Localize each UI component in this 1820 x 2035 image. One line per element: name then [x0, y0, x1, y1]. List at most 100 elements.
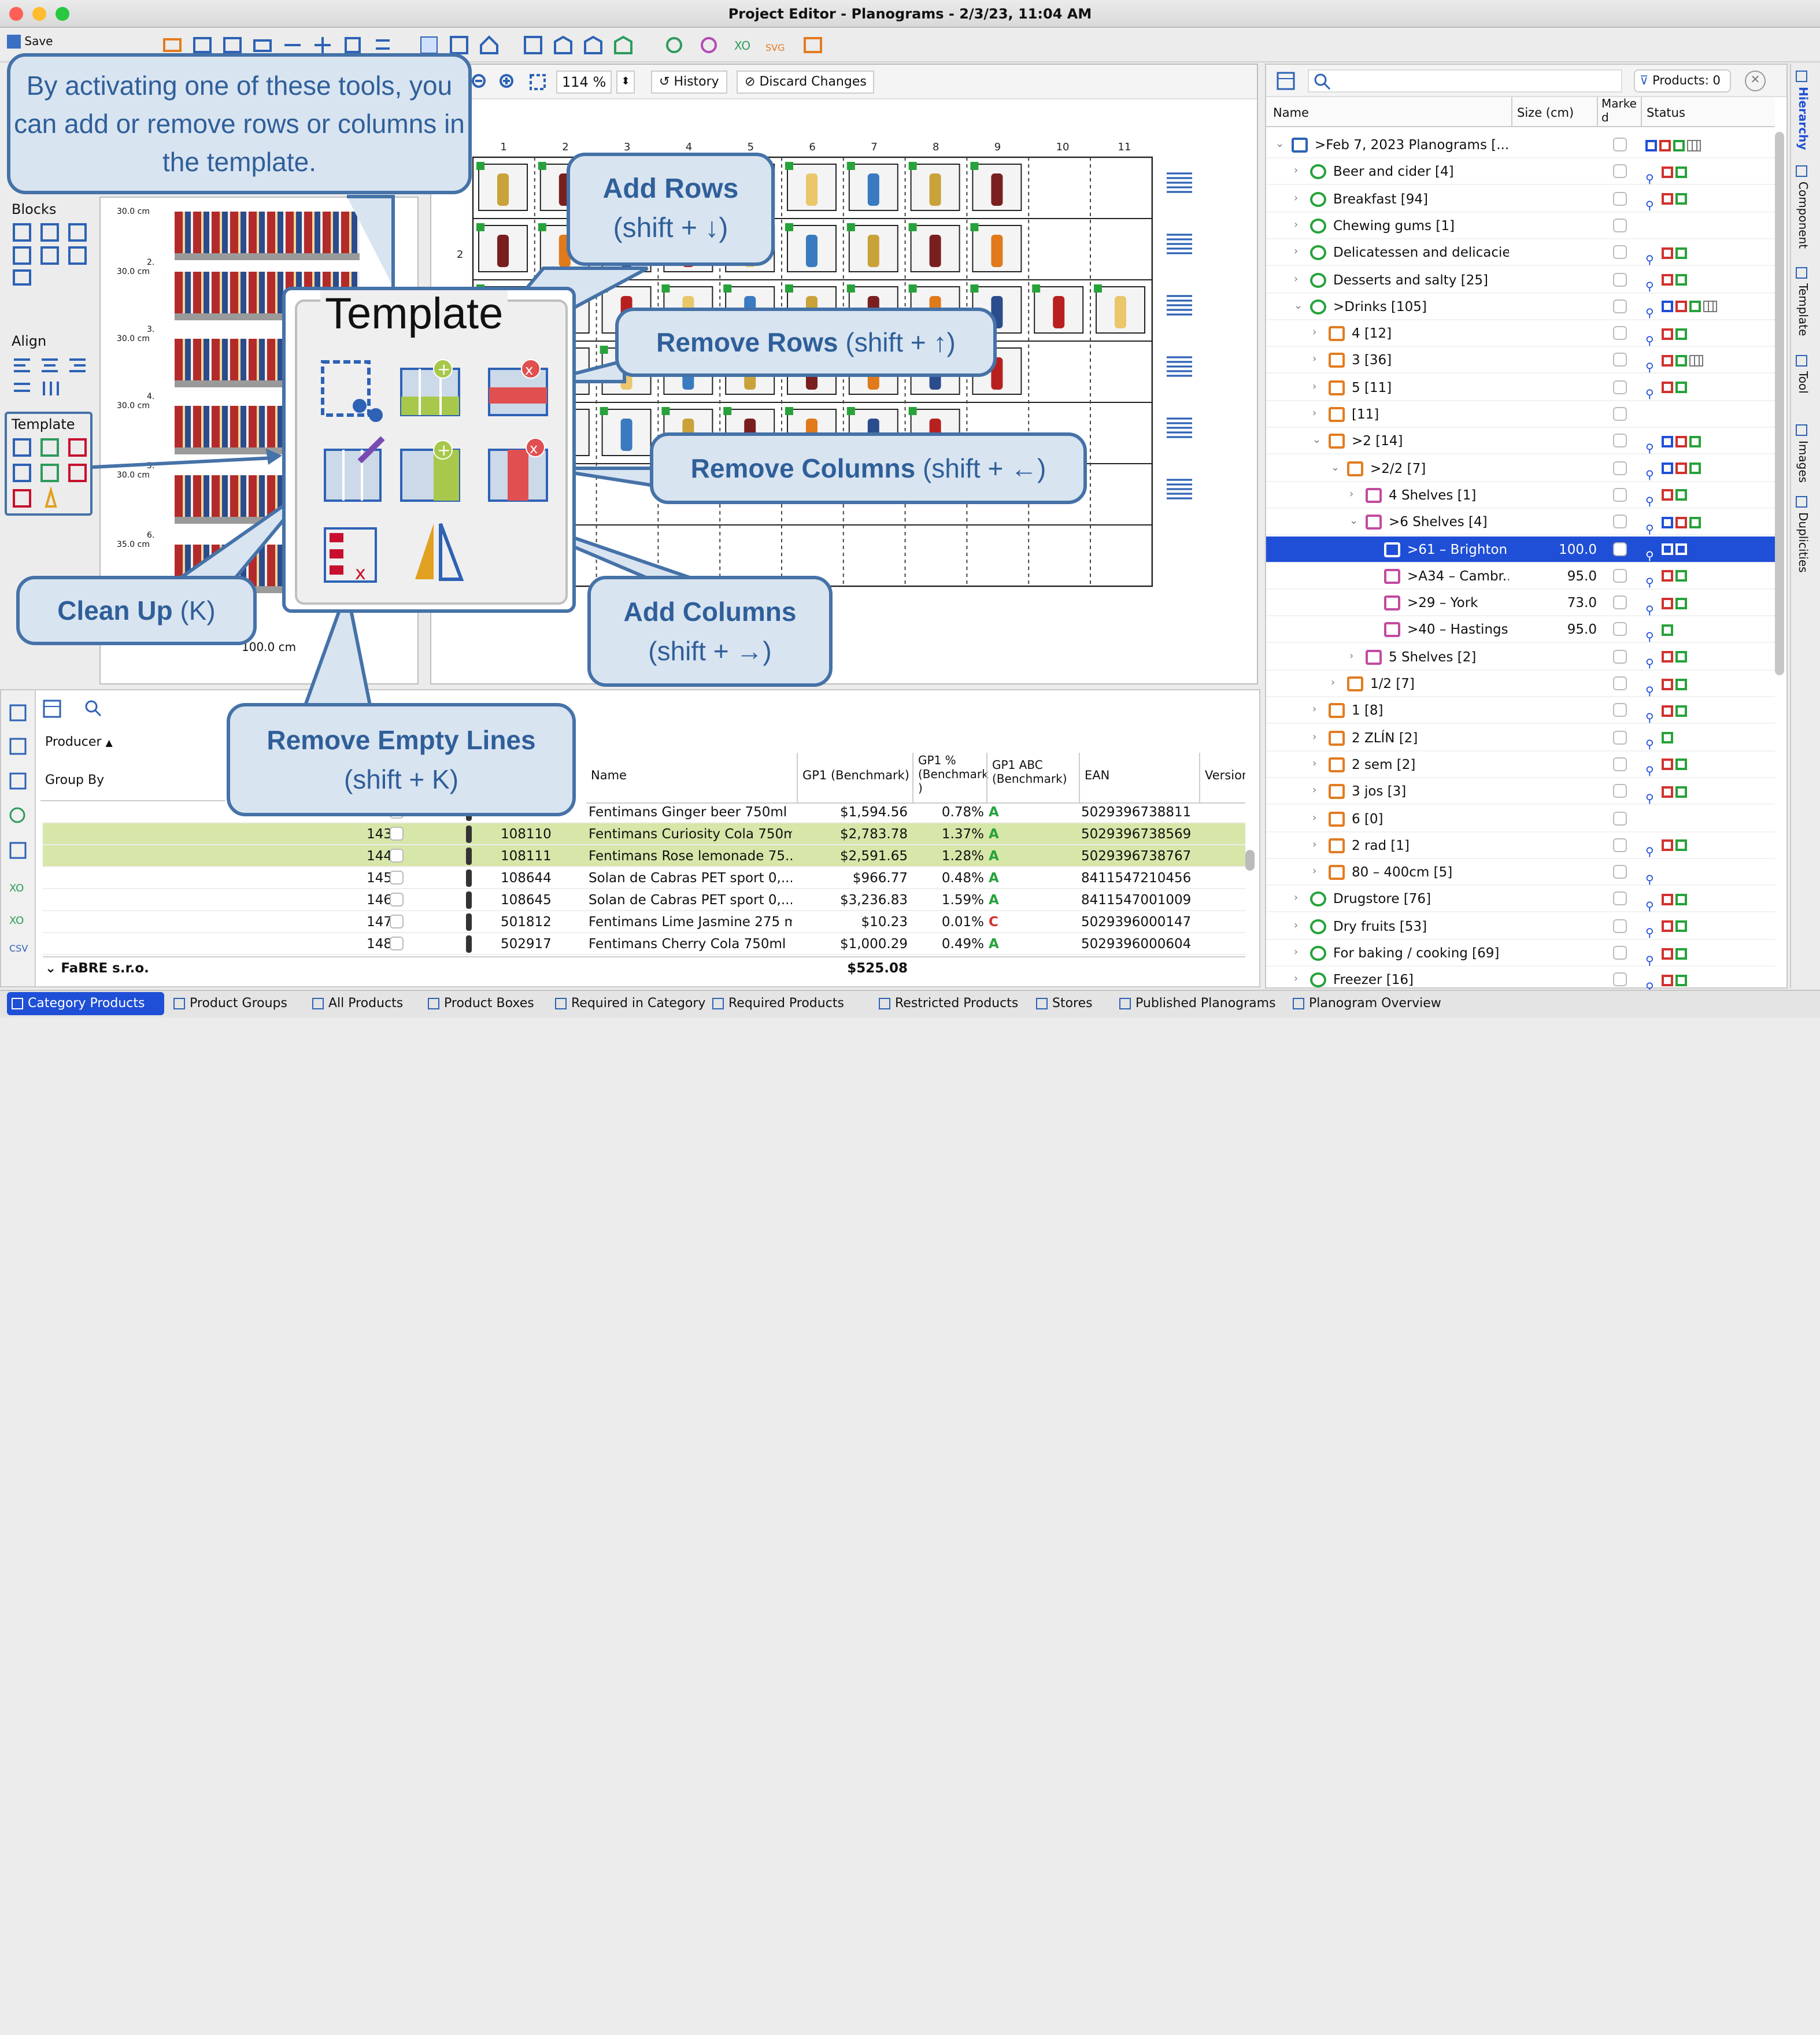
discard-changes-button[interactable]: ⊘ Discard Changes: [737, 71, 875, 94]
marked-checkbox[interactable]: [1613, 542, 1627, 556]
grid-icon[interactable]: [222, 35, 243, 56]
tree-row[interactable]: ›5 Shelves [2]⚲: [1266, 643, 1775, 671]
marked-checkbox[interactable]: [1613, 461, 1627, 475]
tree-row[interactable]: ⌄>2 [14]⚲: [1266, 428, 1775, 456]
bottom-tab[interactable]: Restricted Products: [879, 992, 1027, 1015]
tree-expander-icon[interactable]: ›: [1294, 246, 1299, 258]
marked-checkbox[interactable]: [1613, 515, 1627, 529]
add-icon[interactable]: [312, 35, 333, 56]
side-tab-images[interactable]: Images: [1796, 424, 1808, 483]
zoom-stepper[interactable]: ⬍: [616, 71, 635, 94]
col-marked[interactable]: Marke d: [1597, 97, 1641, 127]
minimize-window-button[interactable]: [32, 7, 46, 21]
close-window-button[interactable]: [9, 7, 23, 21]
marked-checkbox[interactable]: [1613, 380, 1627, 394]
col-gp1-percent[interactable]: GP1 % (Benchmark ): [912, 753, 989, 804]
zoom-input[interactable]: 114 %: [556, 71, 612, 94]
tree-expander-icon[interactable]: ›: [1312, 408, 1317, 420]
beta-icon[interactable]: [613, 35, 634, 56]
hierarchy-search-input[interactable]: [1308, 69, 1622, 92]
hierarchy-scrollbar[interactable]: [1775, 132, 1784, 675]
products-tools-icon[interactable]: XO XO CSV: [9, 704, 28, 970]
row-checkbox[interactable]: [390, 827, 404, 841]
marked-checkbox[interactable]: [1613, 487, 1627, 502]
fit-icon[interactable]: [528, 73, 547, 91]
marked-checkbox[interactable]: [1613, 622, 1627, 637]
tree-row[interactable]: ›Beer and cider [4]⚲: [1266, 159, 1775, 186]
marked-checkbox[interactable]: [1613, 972, 1627, 987]
tree-row[interactable]: ⌄>2/2 [7]⚲: [1266, 455, 1775, 482]
export-svg-icon[interactable]: SVG: [765, 35, 786, 56]
tree-row[interactable]: ›5 [11]⚲: [1266, 374, 1775, 401]
shelves-icon[interactable]: [802, 35, 823, 56]
row-checkbox[interactable]: [390, 915, 404, 928]
marked-checkbox[interactable]: [1613, 272, 1627, 286]
marked-checkbox[interactable]: [1613, 353, 1627, 367]
template-zoom-tools[interactable]: + x + x x: [313, 357, 556, 589]
col-gp1-abc[interactable]: GP1 ABC (Benchmark): [986, 753, 1079, 804]
side-tab-template[interactable]: Template: [1796, 267, 1808, 336]
tree-row[interactable]: ›2 sem [2]⚲: [1266, 752, 1775, 779]
marked-checkbox[interactable]: [1613, 946, 1627, 960]
tree-row[interactable]: ›2 rad [1]⚲: [1266, 832, 1775, 860]
tree-row[interactable]: ›For baking / cooking [69]⚲: [1266, 940, 1775, 967]
marked-checkbox[interactable]: [1613, 784, 1627, 798]
tree-row[interactable]: ›1 [8]⚲: [1266, 698, 1775, 725]
tree-row[interactable]: ›4 Shelves [1]⚲: [1266, 482, 1775, 509]
tree-expander-icon[interactable]: ›: [1312, 381, 1317, 393]
table-view-icon[interactable]: [1275, 71, 1296, 91]
tree-row[interactable]: ›1/2 [7]⚲: [1266, 671, 1775, 698]
store-icon[interactable]: [553, 35, 574, 56]
marked-checkbox[interactable]: [1613, 757, 1627, 771]
col-ean[interactable]: EAN: [1079, 753, 1199, 804]
products-scrollbar[interactable]: [1245, 850, 1255, 871]
tree-expander-icon[interactable]: ›: [1294, 273, 1299, 285]
tree-expander-icon[interactable]: ›: [1312, 704, 1317, 716]
tree-expander-icon[interactable]: ›: [1331, 678, 1336, 689]
marked-checkbox[interactable]: [1613, 676, 1627, 690]
tree-row[interactable]: ›3 jos [3]⚲: [1266, 778, 1775, 805]
marked-checkbox[interactable]: [1613, 649, 1627, 664]
tree-row[interactable]: › [11]: [1266, 401, 1775, 428]
tree-expander-icon[interactable]: ›: [1349, 650, 1354, 663]
marked-checkbox[interactable]: [1613, 919, 1627, 933]
table-settings-icon[interactable]: [43, 700, 61, 718]
side-tab-tool[interactable]: Tool: [1796, 355, 1808, 394]
side-tab-duplicities[interactable]: Duplicities: [1796, 496, 1808, 573]
tree-expander-icon[interactable]: ›: [1294, 947, 1299, 959]
tree-expander-icon[interactable]: ›: [1312, 327, 1317, 339]
collapse-icon[interactable]: ⌄: [45, 960, 57, 976]
tree-row[interactable]: ›80 – 400cm [5]⚲: [1266, 859, 1775, 886]
bottom-tab[interactable]: Category Products: [7, 992, 164, 1015]
tree-expander-icon[interactable]: ›: [1294, 974, 1299, 986]
side-tab-component[interactable]: Component: [1796, 165, 1808, 249]
marked-checkbox[interactable]: [1613, 595, 1627, 610]
tree-expander-icon[interactable]: ›: [1294, 165, 1299, 177]
marked-checkbox[interactable]: [1613, 568, 1627, 583]
tree-row[interactable]: ›Breakfast [94]⚲: [1266, 186, 1775, 213]
tree-row[interactable]: ⌄>Feb 7, 2023 Planograms [...: [1266, 132, 1775, 158]
tree-expander-icon[interactable]: ›: [1349, 489, 1354, 501]
tree-row[interactable]: ›6 [0]: [1266, 805, 1775, 832]
marked-checkbox[interactable]: [1613, 891, 1627, 906]
bottom-tab[interactable]: Required Products: [712, 992, 870, 1015]
home-icon[interactable]: [479, 35, 500, 56]
tree-expander-icon[interactable]: ›: [1294, 193, 1299, 205]
store-alt-icon[interactable]: [583, 35, 604, 56]
template-icon[interactable]: [419, 35, 439, 56]
table-icon[interactable]: [523, 35, 543, 56]
tree-expander-icon[interactable]: ›: [1312, 812, 1317, 824]
marked-checkbox[interactable]: [1613, 164, 1627, 179]
tree-row[interactable]: ›Dry fruits [53]⚲: [1266, 913, 1775, 940]
columns-icon[interactable]: [449, 35, 469, 56]
marked-checkbox[interactable]: [1613, 838, 1627, 852]
tree-row[interactable]: ›2 ZLÍN [2]⚲: [1266, 724, 1775, 752]
tree-expander-icon[interactable]: ›: [1312, 866, 1317, 878]
tree-expander-icon[interactable]: ⌄: [1312, 435, 1322, 447]
